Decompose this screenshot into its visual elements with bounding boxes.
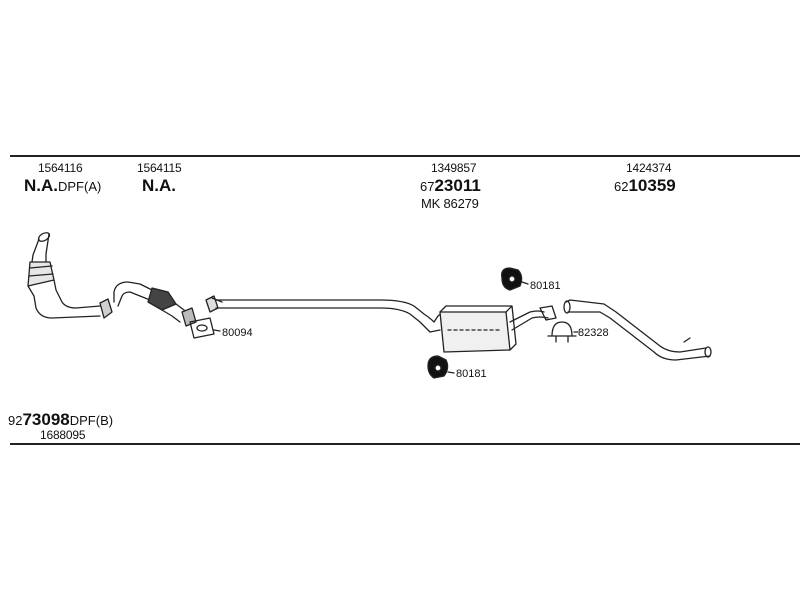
flex-pipe [113,281,197,327]
col3-prefix: 67 [420,179,435,194]
col3-alt: MK 86279 [421,196,479,211]
tail-pipe [563,299,712,361]
col4-code: 6210359 [614,176,676,196]
col3-main: 23011 [434,176,481,195]
callout-hanger-top: 80181 [530,280,561,292]
bottom-ref: 1688095 [40,428,86,442]
clamp-82328 [547,321,579,343]
hanger-bottom [427,355,455,379]
col1-suffix: DPF(A) [58,179,102,194]
connector-clip [205,295,223,313]
col3-ref: 1349857 [431,161,477,175]
col4-main: 10359 [628,176,676,195]
bottom-rule [10,443,800,445]
front-pipe-dpf [27,232,113,319]
bottom-code: 9273098DPF(B) [8,410,113,430]
col1-ref: 1564116 [38,161,83,175]
bottom-suffix: DPF(B) [69,413,114,428]
col2-ref: 1564115 [137,161,182,175]
gasket-80094 [189,317,221,339]
callout-hanger-bottom: 80181 [456,368,487,380]
col2-code: N.A. [142,176,176,195]
col4-prefix: 62 [614,179,629,194]
col1-main: N.A. [24,176,58,195]
col1-code: N.A.DPF(A) [24,176,101,196]
callout-gasket: 80094 [222,327,253,339]
rear-muffler [439,305,557,353]
col3-code: 6723011 [420,176,481,196]
bottom-main: 73098 [22,410,70,429]
col4-ref: 1424374 [626,161,672,175]
hanger-top [501,267,529,291]
callout-clamp: 82328 [578,327,609,339]
bottom-prefix: 92 [8,413,23,428]
top-rule [10,155,800,157]
